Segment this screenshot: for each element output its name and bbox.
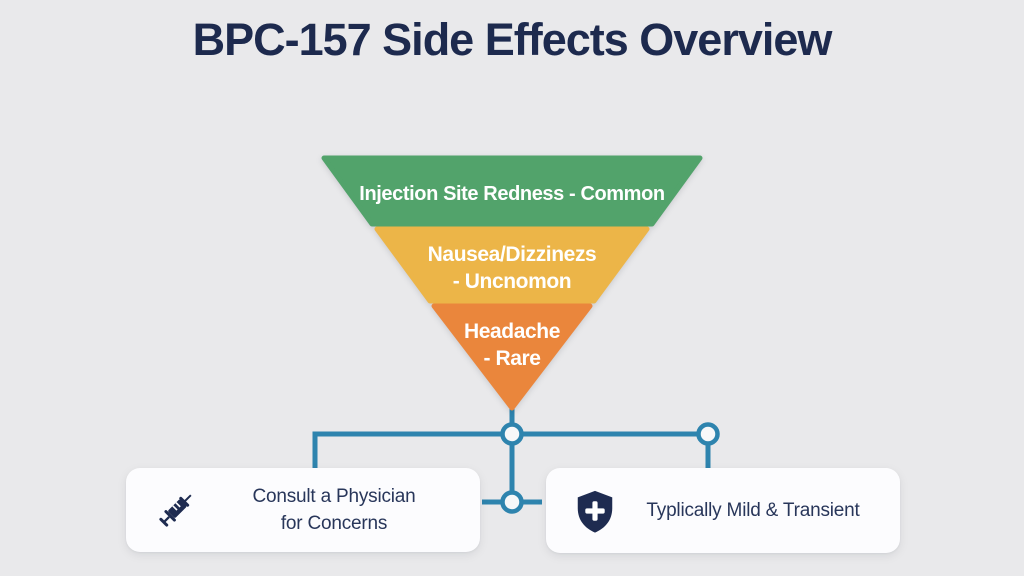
funnel-label-common: Injection Site Redness - Common xyxy=(359,183,664,205)
card-consult-physician: Consult a Physician for Concerns xyxy=(126,468,480,552)
funnel-level-uncommon xyxy=(374,226,650,304)
card-consult-line2: for Concerns xyxy=(280,513,388,534)
connector-node-top xyxy=(500,422,524,446)
funnel-label-rare-line2: - Rare xyxy=(483,347,540,370)
page-title: BPC-157 Side Effects Overview xyxy=(192,14,833,65)
card-mild-line1: Typlically Mild & Transient xyxy=(646,500,860,521)
card-consult-line1: Consult a Physician xyxy=(252,486,416,507)
funnel-label-uncommon-line1: Nausea/Dizzinezs xyxy=(428,243,597,266)
shield-plus-icon xyxy=(572,488,618,534)
funnel-level-common xyxy=(321,155,703,227)
card-typically-mild-label: Typlically Mild & Transient xyxy=(618,497,900,524)
connector-node-bottom xyxy=(500,490,524,514)
funnel xyxy=(321,155,703,411)
funnel-label-uncommon-line2: - Uncnomon xyxy=(453,270,571,293)
card-typically-mild: Typlically Mild & Transient xyxy=(546,468,900,553)
card-consult-physician-label: Consult a Physician for Concerns xyxy=(200,483,480,537)
connector-nodes xyxy=(500,422,720,514)
funnel-label-rare-line1: Headache xyxy=(464,320,560,343)
connector-node-right xyxy=(696,422,720,446)
funnel-level-rare xyxy=(431,303,593,411)
syringe-icon xyxy=(152,486,200,534)
